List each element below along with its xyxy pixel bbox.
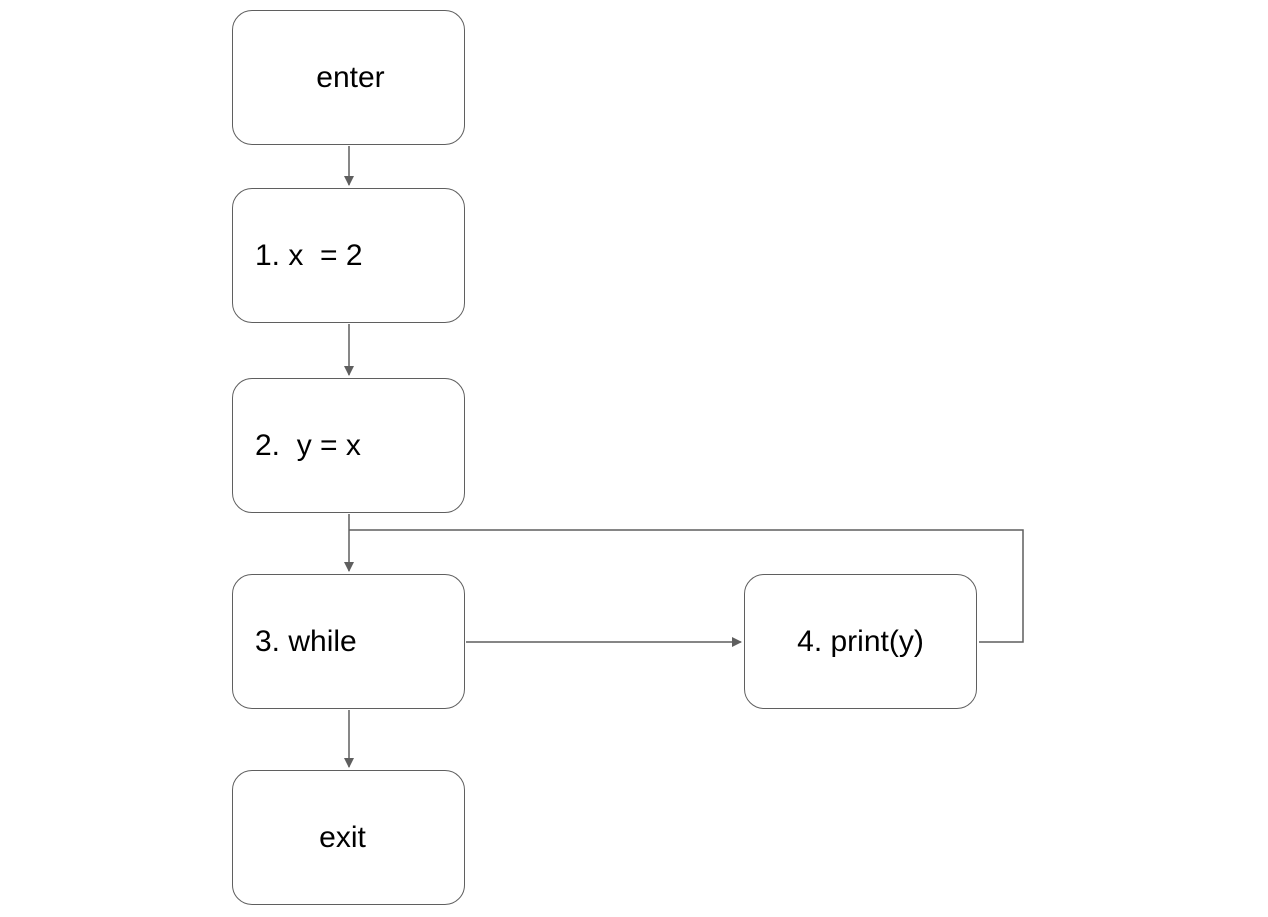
node-stmt1-label: 1. x = 2 — [255, 238, 363, 272]
node-print: 4. print(y) — [744, 574, 977, 709]
node-exit-label: exit — [319, 820, 366, 854]
node-stmt1: 1. x = 2 — [232, 188, 465, 323]
node-stmt2-label: 2. y = x — [255, 428, 361, 462]
node-print-label: 4. print(y) — [797, 624, 924, 658]
node-exit: exit — [232, 770, 465, 905]
node-stmt2: 2. y = x — [232, 378, 465, 513]
node-enter: enter — [232, 10, 465, 145]
node-while-label: 3. while — [255, 624, 357, 658]
node-enter-label: enter — [316, 60, 385, 94]
edge-print-to-while — [349, 529, 1024, 643]
node-while: 3. while — [232, 574, 465, 709]
